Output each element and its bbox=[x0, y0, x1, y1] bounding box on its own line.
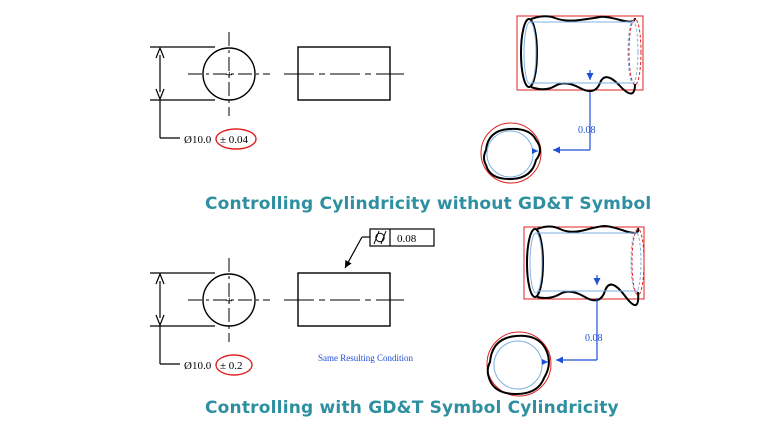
tolerance-label: ± 0.2 bbox=[220, 360, 243, 372]
deviation-circle bbox=[486, 331, 552, 397]
tolerance-highlight bbox=[215, 128, 257, 150]
deviation-value: 0.08 bbox=[585, 333, 603, 344]
cylinder-side-view bbox=[284, 46, 404, 101]
bottom-drawing: + 0.08 Ø10.0 ± 0.2 Same Resulti bbox=[150, 224, 645, 397]
cylinder-3d-view bbox=[523, 224, 645, 306]
svg-text:+: + bbox=[226, 71, 234, 81]
deviation-circle bbox=[480, 122, 542, 184]
cylinder-side-view bbox=[284, 272, 404, 327]
same-condition-note: Same Resulting Condition bbox=[318, 353, 414, 363]
cylinder-3d-view bbox=[516, 15, 644, 95]
diameter-label: Ø10.0 bbox=[184, 360, 212, 372]
top-drawing: + Ø10.0 ± 0.04 bbox=[150, 15, 644, 184]
fcf-value: 0.08 bbox=[397, 233, 417, 245]
circle-end-view: + bbox=[188, 258, 270, 342]
deviation-value: 0.08 bbox=[578, 125, 596, 136]
tolerance-highlight bbox=[215, 354, 253, 376]
tolerance-label: ± 0.04 bbox=[220, 134, 249, 146]
title-with-symbol: Controlling with GD&T Symbol Cylindricit… bbox=[205, 398, 619, 418]
title-without-symbol: Controlling Cylindricity without GD&T Sy… bbox=[205, 194, 652, 214]
diameter-label: Ø10.0 bbox=[184, 134, 212, 146]
circle-end-view: + bbox=[188, 32, 270, 116]
feature-control-frame: 0.08 bbox=[344, 228, 435, 269]
cylindricity-symbol-icon bbox=[373, 230, 387, 245]
svg-text:+: + bbox=[226, 297, 234, 307]
